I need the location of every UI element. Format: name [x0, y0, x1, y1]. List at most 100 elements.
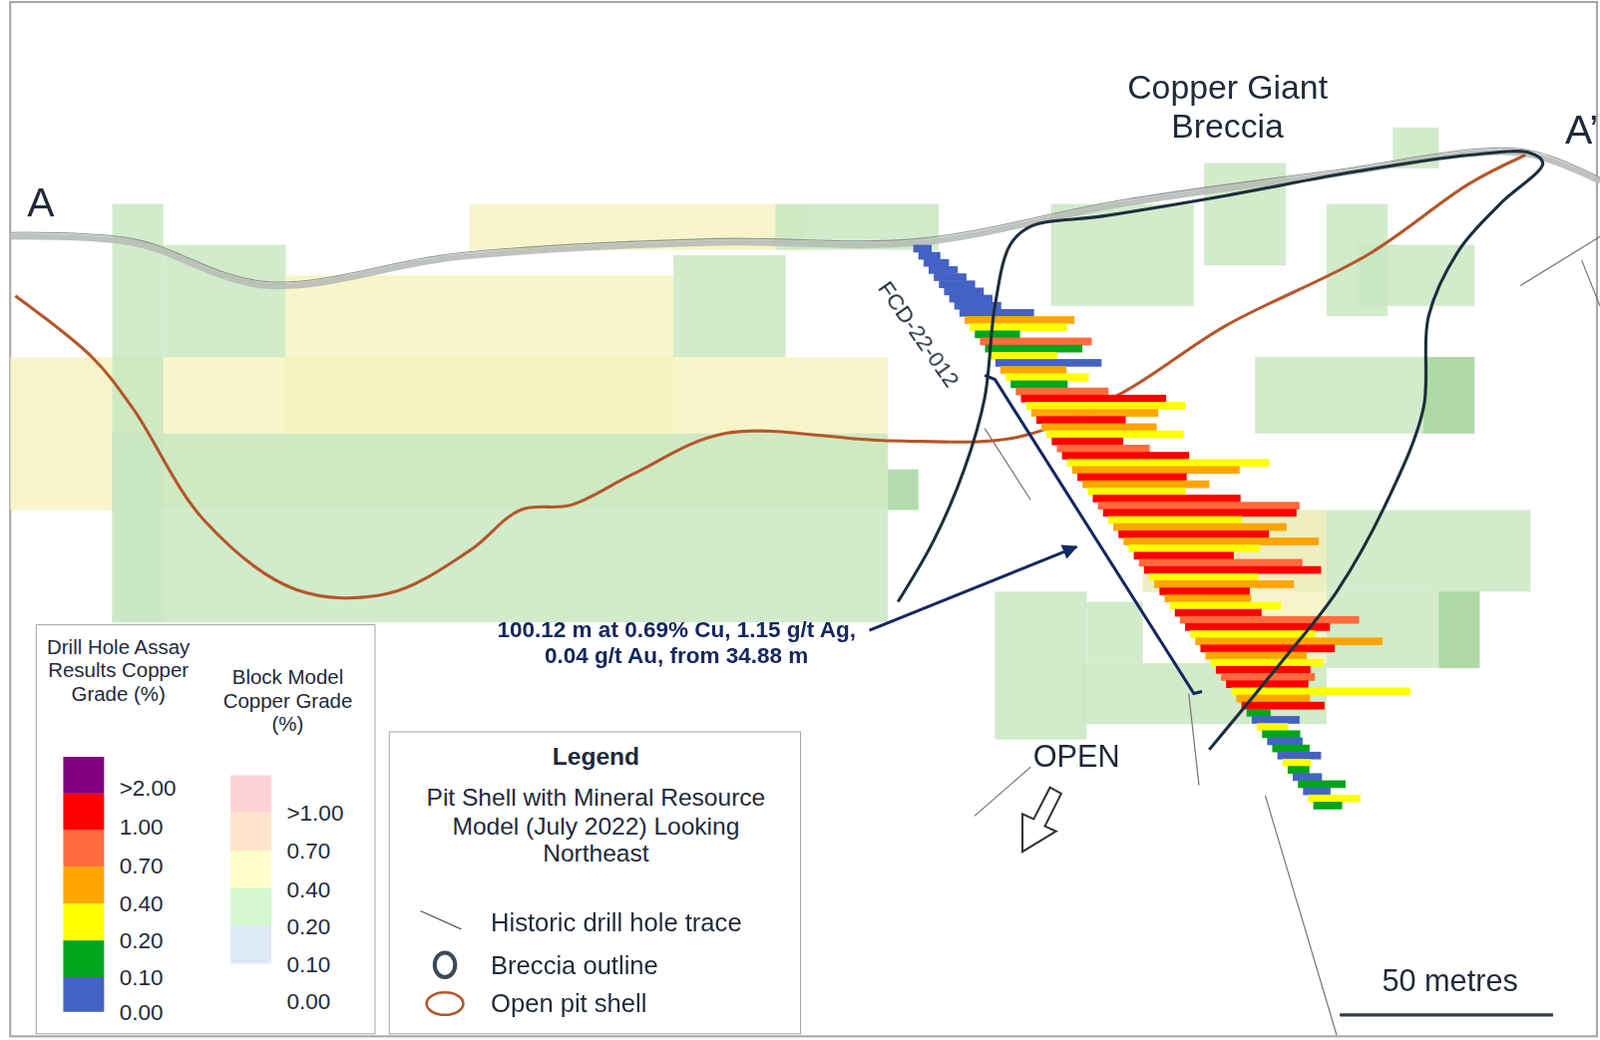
assay-bar: [1302, 788, 1331, 797]
assay-bar: [928, 266, 958, 275]
assay-bar: [1067, 458, 1270, 467]
assay-bar: [985, 345, 1083, 354]
section-end-label: A: [26, 178, 54, 226]
legend-pit-symbol: [426, 992, 464, 1016]
scale-bar: [1339, 1013, 1554, 1017]
model-block: [1254, 357, 1475, 434]
assay-bar: [1235, 695, 1310, 704]
assay-bar: [1092, 494, 1240, 503]
legend-text: 0.70: [286, 837, 331, 864]
section-end-label: A’: [1565, 105, 1599, 153]
assay-bar: [1057, 444, 1151, 453]
assay-bar: [1261, 730, 1300, 739]
legend-text: 1.00: [119, 814, 164, 841]
assay-bar: [1277, 752, 1322, 761]
legend-line-symbol: [419, 911, 461, 930]
assay-bar: [1149, 573, 1258, 582]
panel-heading: Legend: [390, 743, 802, 772]
assay-bar: [1118, 530, 1269, 539]
assay-bar: [1195, 637, 1383, 646]
assay-bar: [1205, 652, 1308, 661]
legend-swatch: [62, 867, 104, 905]
assay-bar: [964, 316, 1075, 325]
leader-line: [869, 546, 1078, 631]
assay-bar: [1170, 602, 1282, 611]
assay-bar: [949, 295, 993, 304]
assay-bar: [974, 330, 1020, 339]
historic-drill-trace: [1264, 796, 1337, 1036]
assay-bar: [923, 259, 950, 268]
panel-heading: Drill Hole Assay Results Copper Grade (%…: [42, 635, 194, 707]
legend-swatch: [230, 850, 272, 889]
open-pit-shell: [14, 154, 1526, 598]
assay-bar: [1154, 580, 1294, 589]
assay-bar: [1164, 594, 1251, 603]
assay-bar: [995, 359, 1103, 368]
assay-bar: [1046, 430, 1184, 439]
model-block: [1326, 591, 1480, 669]
assay-bar: [1108, 516, 1242, 525]
assay-bar: [1175, 609, 1262, 618]
assay-bar: [979, 338, 1092, 347]
assay-bar: [1010, 381, 1068, 390]
intercept-bracket: [984, 375, 1202, 694]
legend-swatch: [230, 812, 272, 851]
model-block: [673, 255, 787, 358]
assay-bar: [1128, 544, 1260, 553]
assay-bar: [1123, 537, 1319, 546]
legend-swatch: [62, 830, 104, 868]
assay-bar: [1000, 366, 1067, 375]
legend-text: 0.10: [119, 964, 164, 991]
assay-bar: [918, 252, 941, 261]
historic-drill-trace: [1189, 694, 1200, 787]
legend-panel: LegendPit Shell with Mineral Resource Mo…: [389, 731, 801, 1035]
assay-bar: [1271, 745, 1309, 754]
assay-bar: [1098, 501, 1300, 510]
model-block: [994, 591, 1087, 740]
assay-bars: [913, 245, 1411, 810]
legend-breccia-symbol: [434, 952, 455, 978]
legend-swatch: [62, 794, 104, 831]
assay-bar: [1031, 408, 1159, 417]
assay-bar: [943, 287, 984, 296]
legend-swatch: [230, 888, 272, 927]
model-block: [112, 433, 888, 511]
panel-heading: Block Model Copper Grade (%): [206, 666, 371, 738]
legend-swatch: [62, 903, 104, 941]
assay-bar: [1113, 523, 1287, 532]
assay-bar: [1246, 709, 1271, 718]
assay-bar: [1287, 766, 1310, 775]
assay-bar: [959, 309, 1035, 318]
legend-swatch: [62, 757, 104, 795]
legend-text: >2.00: [119, 776, 177, 802]
assay-bar: [1251, 716, 1300, 725]
open-label: OPEN: [1033, 739, 1121, 775]
assay-bar: [969, 323, 1068, 332]
assay-bar: [1005, 373, 1089, 382]
legend-swatch: [62, 940, 104, 978]
assay-bar: [1021, 395, 1168, 403]
legend-text: 0.40: [119, 890, 164, 917]
scale-label: 50 metres: [1381, 963, 1518, 999]
model-block: [1423, 357, 1475, 434]
legend-text: Historic drill hole trace: [490, 907, 743, 937]
legend-text: 0.40: [286, 876, 331, 903]
historic-traces: [974, 236, 1600, 1036]
assay-bar: [1266, 738, 1303, 747]
model-block: [285, 275, 674, 358]
assay-bar: [938, 280, 975, 289]
breccia-outline: [897, 151, 1544, 751]
assay-bar: [1313, 801, 1343, 810]
assay-bar: [1292, 773, 1322, 782]
assay-bar: [1103, 508, 1297, 517]
assay-bar: [1036, 415, 1127, 424]
assay-bar: [1026, 401, 1186, 410]
model-block: [112, 509, 888, 623]
assay-bar: [1282, 759, 1311, 768]
assay-bar: [1041, 423, 1158, 432]
assay-bar: [1241, 702, 1325, 711]
assay-bar: [913, 245, 932, 254]
frame: [9, 1, 1598, 1037]
legend-text: >1.00: [286, 800, 344, 826]
assay-bar: [1180, 616, 1360, 625]
